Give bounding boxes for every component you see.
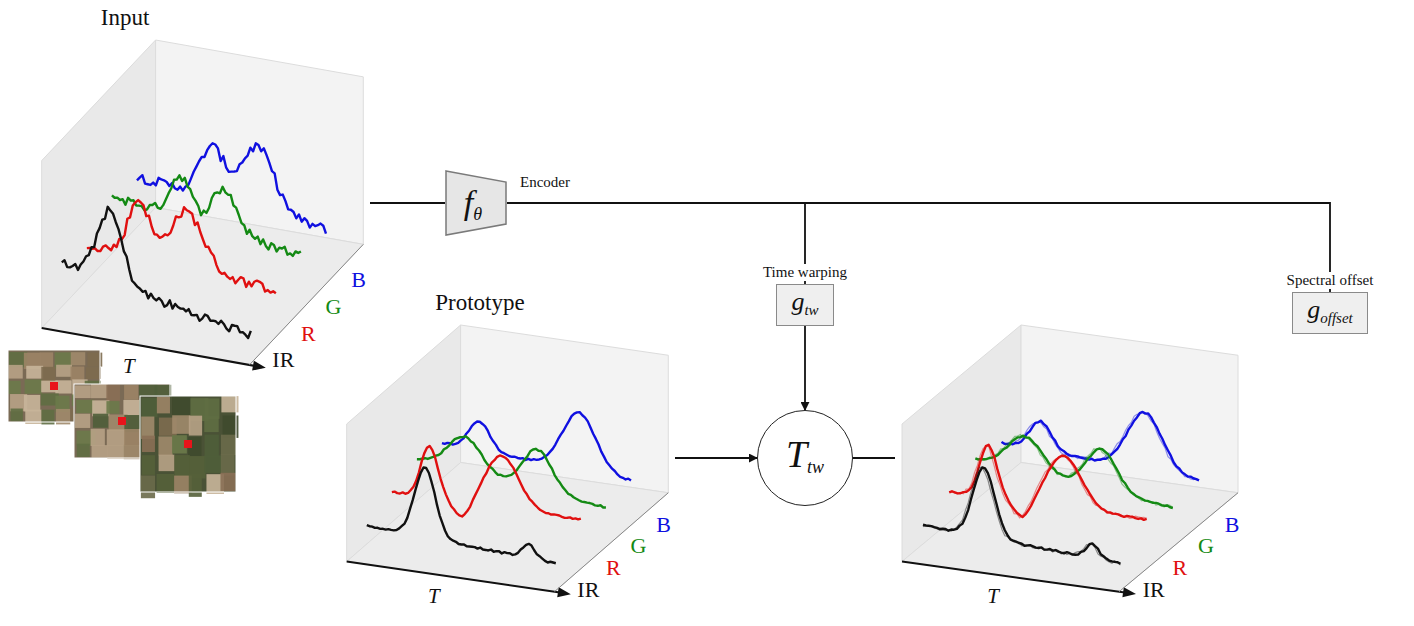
symbol-base: f	[464, 184, 473, 222]
math-symbol: Ttw	[786, 432, 824, 476]
band-label: IR	[272, 347, 294, 373]
band-curve	[62, 207, 251, 338]
connector	[507, 203, 1330, 292]
spectral-plot: PrototypeTIRRGB	[340, 325, 675, 600]
band-label: G	[1198, 533, 1214, 559]
time-axis	[42, 328, 262, 367]
plot-pane	[902, 463, 1238, 592]
connector	[853, 457, 895, 459]
band-label: B	[1225, 512, 1240, 538]
band-curve	[112, 175, 301, 256]
connector	[804, 326, 806, 410]
band-label: R	[301, 321, 316, 347]
band-label: IR	[577, 577, 599, 603]
plot-title: Prototype	[435, 290, 524, 316]
plot-3d	[895, 325, 1245, 600]
band-curve	[949, 445, 1146, 520]
pixel-marker	[50, 382, 58, 390]
encoder-trapezoid: fθEncoder	[445, 170, 507, 236]
input-overlay-curve	[949, 446, 1146, 518]
band-curve	[923, 467, 1120, 563]
pixel-marker	[118, 417, 126, 425]
math-symbol: fθ	[464, 184, 482, 222]
module-box: goffsetSpectral offset	[1292, 292, 1368, 334]
band-label: G	[631, 533, 647, 559]
band-label: B	[351, 267, 366, 293]
pixel-marker	[184, 440, 192, 448]
band-curve	[442, 412, 631, 480]
connector	[370, 202, 445, 204]
band-label: B	[656, 512, 671, 538]
input-overlay-curve	[923, 467, 1120, 565]
symbol-subscript: tw	[807, 457, 824, 478]
axis-arrowhead	[1122, 587, 1136, 597]
math-symbol: gtw	[791, 287, 818, 317]
band-curve	[137, 143, 326, 233]
band-label: R	[1172, 555, 1187, 581]
band-label: IR	[1143, 577, 1165, 603]
symbol-base: g	[791, 287, 804, 317]
satellite-image	[140, 396, 238, 498]
plot-pane	[42, 208, 364, 365]
axis-arrowhead	[557, 587, 571, 597]
connector	[675, 457, 757, 459]
math-symbol: goffset	[1307, 295, 1353, 325]
axis-label: T	[123, 353, 135, 378]
band-axis	[1119, 493, 1238, 592]
module-label: Encoder	[517, 174, 573, 191]
band-label: G	[326, 294, 342, 320]
axis-label: T	[428, 584, 440, 609]
band-curve	[417, 436, 606, 507]
transform-circle: Ttw	[757, 410, 853, 506]
module-box: gtwTime warping	[776, 284, 834, 326]
plot-pane	[347, 463, 669, 592]
band-axis	[554, 493, 668, 592]
symbol-base: g	[1307, 295, 1320, 325]
band-curve	[87, 200, 276, 293]
time-axis	[902, 562, 1132, 594]
input-overlay-curve	[975, 435, 1172, 508]
time-axis	[347, 562, 567, 594]
band-label: R	[606, 555, 621, 581]
input-overlay-curve	[1002, 412, 1199, 481]
module-label: Time warping	[760, 264, 850, 281]
symbol-base: T	[786, 432, 807, 476]
axis-label: T	[987, 584, 999, 609]
band-axis	[249, 244, 363, 365]
symbol-subscript: tw	[804, 302, 818, 319]
band-curve	[975, 436, 1172, 508]
plot-title: Input	[101, 5, 150, 31]
symbol-subscript: θ	[473, 204, 482, 225]
encoder-shape	[445, 170, 507, 236]
band-curve	[392, 446, 581, 520]
axis-arrowhead	[252, 361, 266, 371]
module-label: Spectral offset	[1284, 272, 1377, 289]
plot-3d	[340, 325, 675, 600]
band-curve	[367, 467, 556, 563]
plot-3d	[35, 40, 370, 375]
symbol-subscript: offset	[1320, 310, 1353, 327]
band-curve	[1002, 412, 1199, 480]
spectral-plot: InputTIRRGB	[35, 40, 370, 375]
spectral-plot: TIRRGB	[895, 325, 1245, 600]
